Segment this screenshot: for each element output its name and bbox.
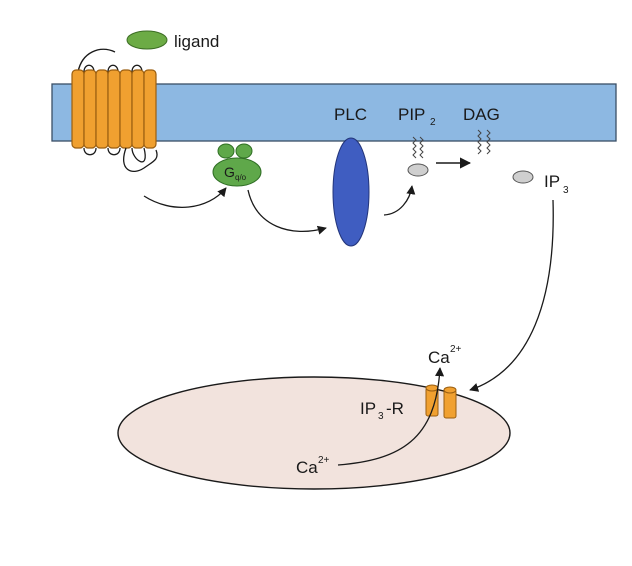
arrow-plc-to-pip2 bbox=[383, 185, 416, 216]
pip2-label: PIP bbox=[398, 105, 425, 124]
calcium-cytosol-superscript: 2+ bbox=[450, 344, 462, 355]
receptor-intracellular-loops bbox=[83, 147, 158, 172]
calcium-er-label: Ca bbox=[296, 458, 318, 477]
ligand-molecule bbox=[126, 30, 168, 50]
pip2-molecule bbox=[407, 136, 429, 177]
ip3-molecule bbox=[512, 170, 534, 184]
arrow-receptor-to-g bbox=[143, 187, 227, 208]
g-protein-label: G bbox=[224, 164, 235, 180]
receptor-n-terminus bbox=[77, 48, 116, 73]
gpcr-receptor bbox=[71, 69, 157, 149]
ip3-label: IP bbox=[544, 172, 560, 191]
dag-molecule bbox=[477, 129, 491, 155]
ip3r-subscript: 3 bbox=[378, 411, 384, 422]
plc-label: PLC bbox=[334, 105, 367, 124]
ip3r-suffix: -R bbox=[386, 399, 404, 418]
ligand-label: ligand bbox=[174, 32, 219, 51]
endoplasmic-reticulum bbox=[117, 376, 511, 490]
arrow-ip3-to-receptor bbox=[469, 199, 554, 392]
dag-label: DAG bbox=[463, 105, 500, 124]
ip3-subscript: 3 bbox=[563, 185, 569, 196]
arrow-calcium-release bbox=[337, 367, 445, 466]
g-protein-subscript: q/o bbox=[235, 173, 247, 182]
arrow-g-to-plc bbox=[247, 189, 327, 235]
plc-enzyme bbox=[332, 137, 370, 247]
ip3-receptor-channel bbox=[425, 384, 457, 419]
g-protein bbox=[212, 143, 262, 187]
calcium-er-superscript: 2+ bbox=[318, 455, 330, 466]
pip2-subscript: 2 bbox=[430, 117, 436, 128]
ip3r-label: IP bbox=[360, 399, 376, 418]
calcium-cytosol-label: Ca bbox=[428, 348, 450, 367]
